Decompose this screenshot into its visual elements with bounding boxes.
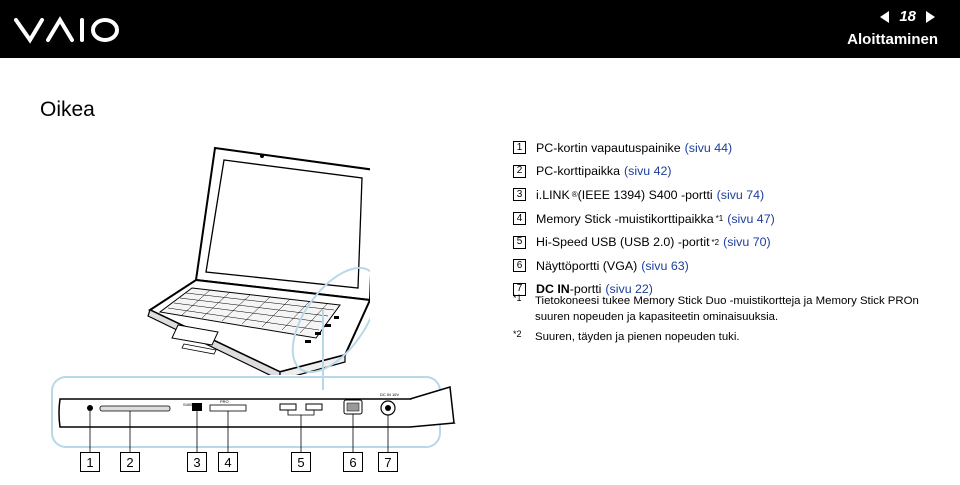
- prev-arrow-icon[interactable]: [877, 9, 891, 25]
- dcin-label: DC IN 16V: [380, 392, 399, 397]
- callout-item-4: 4 Memory Stick -muistikorttipaikka *1 (s…: [513, 207, 953, 231]
- next-arrow-icon[interactable]: [924, 9, 938, 25]
- callout-number: 5: [513, 235, 526, 249]
- page-link[interactable]: (sivu 22): [605, 282, 653, 297]
- section-title: Aloittaminen: [847, 31, 938, 48]
- callout-item-5: 5 Hi-Speed USB (USB 2.0) -portit *2 (siv…: [513, 230, 953, 254]
- callout-number: 6: [513, 259, 526, 273]
- footnote-2: *2 Suuren, täyden ja pienen nopeuden tuk…: [513, 329, 740, 343]
- callout-number: 7: [513, 282, 526, 296]
- page-heading: Oikea: [40, 98, 95, 121]
- page-link[interactable]: (sivu 44): [684, 140, 733, 155]
- vaio-logo-icon: [14, 16, 119, 44]
- page-number: 18: [899, 8, 916, 25]
- footnotes: *1 Tietokoneesi tukee Memory Stick Duo -…: [513, 293, 953, 349]
- callout-list: 1 PC-kortin vapautuspainike (sivu 44) 2 …: [513, 136, 953, 301]
- side-ports-illustration: S400 PRO DC IN 16V: [51, 376, 456, 453]
- page-link[interactable]: (sivu 47): [727, 211, 775, 226]
- callout-item-3: 3 i.LINK ® (IEEE 1394) S400 -portti (siv…: [513, 183, 953, 207]
- callout-number: 4: [513, 212, 526, 226]
- laptop-illustration: [147, 146, 370, 375]
- callout-item-2: 2 PC-korttipaikka (sivu 42): [513, 160, 953, 184]
- page-header: 18 Aloittaminen: [0, 0, 960, 58]
- page-navigation: 18: [877, 8, 938, 25]
- page-link[interactable]: (sivu 70): [723, 235, 771, 250]
- callout-number: 3: [513, 188, 526, 202]
- ilink-label-icon: S400: [183, 402, 193, 407]
- callout-number: 2: [513, 164, 526, 178]
- pro-label: PRO: [220, 399, 229, 404]
- callout-number: 1: [513, 141, 526, 155]
- page-link[interactable]: (sivu 74): [716, 187, 765, 202]
- callout-item-7: 7 DC IN -portti (sivu 22): [513, 278, 953, 302]
- page-link[interactable]: (sivu 63): [641, 258, 689, 273]
- footnote-1: *1 Tietokoneesi tukee Memory Stick Duo -…: [513, 293, 919, 323]
- page-link[interactable]: (sivu 42): [624, 164, 672, 179]
- callout-item-6: 6 Näyttöportti (VGA) (sivu 63): [513, 254, 953, 278]
- callout-item-1: 1 PC-kortin vapautuspainike (sivu 44): [513, 136, 953, 160]
